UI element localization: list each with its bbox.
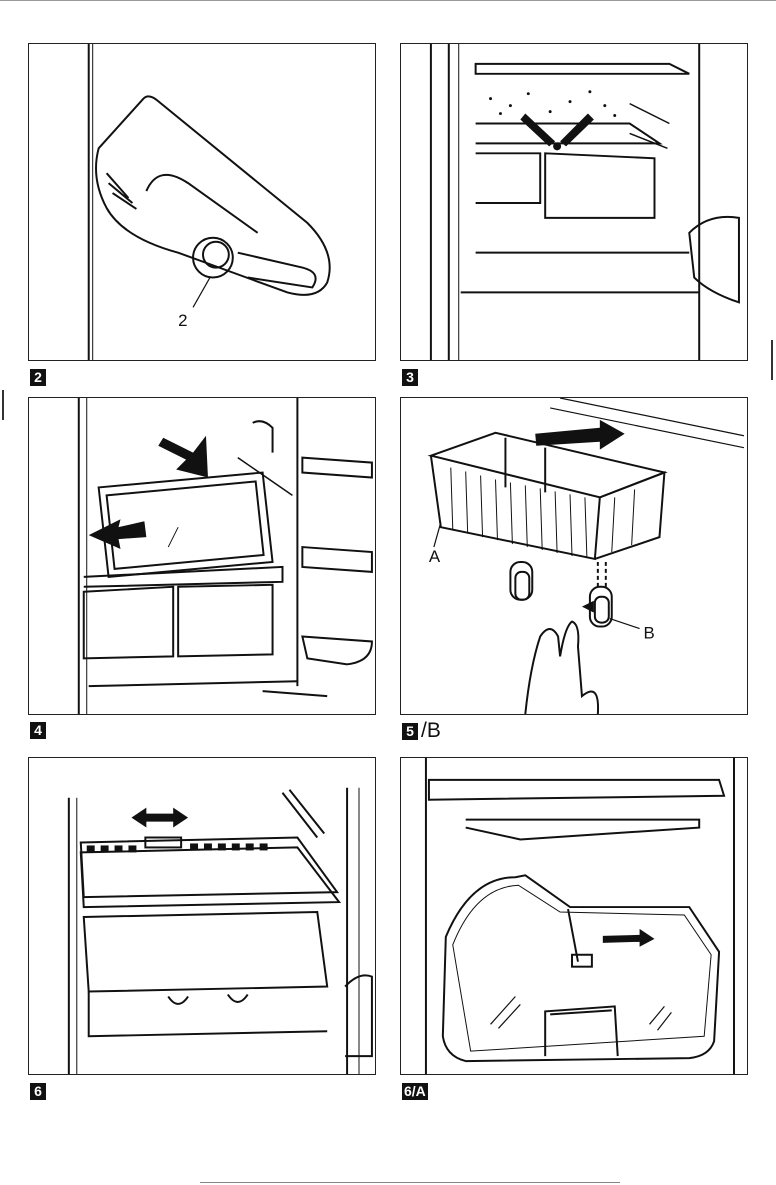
right-edge-mark <box>771 340 773 380</box>
figure-3-number: 3 <box>402 369 418 386</box>
figure-6a-illustration <box>401 758 747 1074</box>
figure-5-suffix: /B <box>421 722 441 740</box>
figure-4-panel <box>28 397 376 715</box>
figure-6-illustration <box>29 758 375 1074</box>
figure-6a-caption: 6/A <box>402 1083 428 1100</box>
figure-5-panel: A B <box>400 397 748 715</box>
figure-2-callout-2: 2 <box>178 311 187 330</box>
bottom-edge-mark <box>200 1182 620 1183</box>
figure-5-caption: 5 /B <box>402 722 441 740</box>
figure-2-panel: 2 <box>28 43 376 361</box>
figure-6-number: 6 <box>30 1083 46 1100</box>
figure-3-caption: 3 <box>402 369 418 386</box>
figure-5-callout-b: B <box>644 623 655 642</box>
figure-5-illustration: A B <box>401 398 747 714</box>
figure-2-caption: 2 <box>30 369 46 386</box>
figure-5-number: 5 <box>402 723 418 740</box>
figure-4-number: 4 <box>30 722 46 739</box>
figure-3-illustration <box>401 44 747 360</box>
left-edge-mark <box>2 390 4 420</box>
figure-6-panel <box>28 757 376 1075</box>
figure-4-caption: 4 <box>30 722 46 739</box>
figure-2-illustration: 2 <box>29 44 375 360</box>
figure-6a-panel <box>400 757 748 1075</box>
figure-6-caption: 6 <box>30 1083 46 1100</box>
figure-3-panel <box>400 43 748 361</box>
figure-2-number: 2 <box>30 369 46 386</box>
figure-4-illustration <box>29 398 375 714</box>
figure-5-callout-a: A <box>429 547 441 566</box>
top-edge-mark <box>0 0 776 1</box>
figure-6a-number: 6/A <box>402 1083 428 1100</box>
